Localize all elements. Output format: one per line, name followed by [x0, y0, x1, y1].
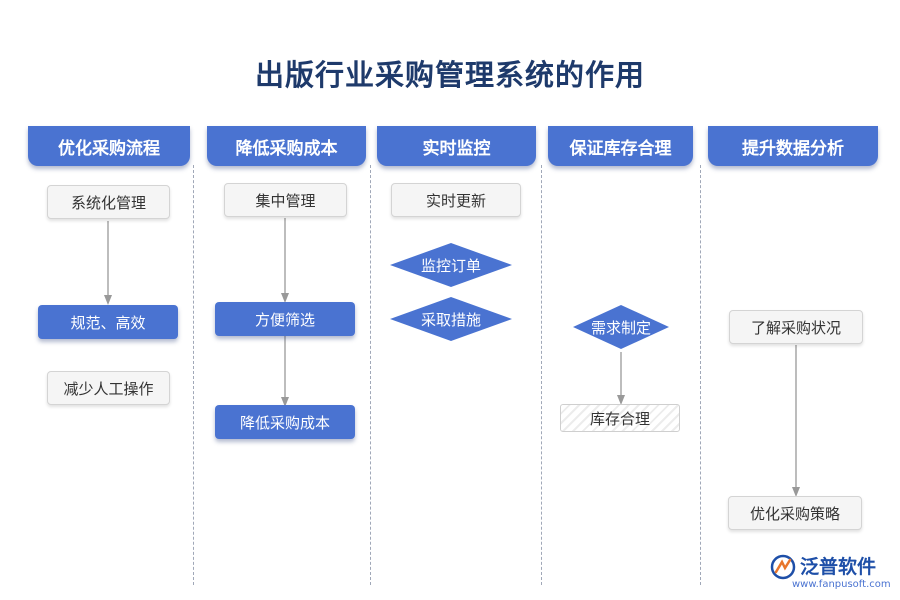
node-monitor-orders: 监控订单	[388, 241, 514, 289]
logo-url: www.fanpusoft.com	[792, 579, 891, 590]
node-demand-planning-label: 需求制定	[590, 318, 651, 337]
node-understand-status: 了解采购状况	[729, 310, 863, 344]
column-divider	[541, 165, 542, 585]
column-divider	[193, 165, 194, 585]
node-central-management: 集中管理	[224, 183, 347, 217]
node-take-measures-label: 采取措施	[420, 310, 481, 329]
node-optimize-strategy: 优化采购策略	[728, 496, 862, 530]
page-title: 出版行业采购管理系统的作用	[254, 58, 645, 92]
column-header-data-analysis: 提升数据分析	[708, 126, 878, 166]
fanpu-logo-icon	[770, 554, 796, 580]
column-header-optimize-process: 优化采购流程	[28, 126, 190, 166]
node-easy-filter: 方便筛选	[215, 302, 355, 336]
node-reduce-manual: 减少人工操作	[47, 371, 170, 405]
column-header-reduce-cost: 降低采购成本	[207, 126, 366, 166]
node-take-measures: 采取措施	[388, 295, 514, 343]
column-header-inventory: 保证库存合理	[548, 126, 693, 166]
logo-name: 泛普软件	[800, 556, 877, 578]
node-realtime-update: 实时更新	[391, 183, 521, 217]
column-header-realtime-monitor: 实时监控	[377, 126, 536, 166]
node-systematic-management: 系统化管理	[47, 185, 170, 219]
column-divider	[370, 165, 371, 585]
node-monitor-orders-label: 监控订单	[420, 256, 481, 275]
node-reasonable-inventory: 库存合理	[560, 404, 680, 432]
node-demand-planning: 需求制定	[571, 303, 671, 351]
node-standard-efficient: 规范、高效	[38, 305, 178, 339]
fanpu-logo: 泛普软件 www.fanpusoft.com	[770, 552, 895, 596]
node-reduce-cost: 降低采购成本	[215, 405, 355, 439]
column-divider	[700, 165, 701, 585]
